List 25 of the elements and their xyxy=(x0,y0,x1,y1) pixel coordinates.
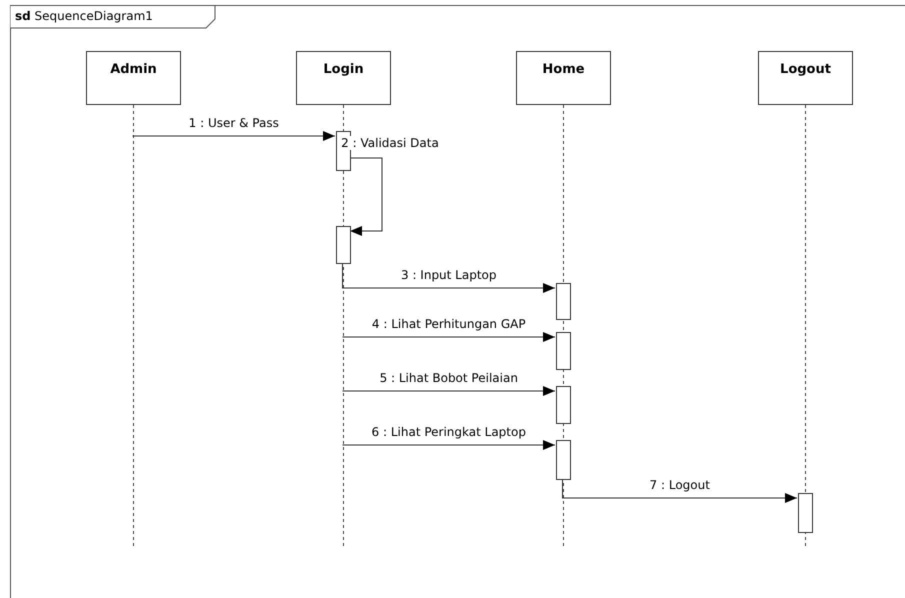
message-arrow xyxy=(342,386,556,396)
activation-bar xyxy=(556,386,571,424)
message-label: 5 : Lihat Bobot Peilaian xyxy=(378,371,519,385)
message-label: 1 : User & Pass xyxy=(188,116,280,130)
message-arrow xyxy=(132,131,336,141)
activation-bar xyxy=(556,332,571,370)
message-arrow xyxy=(342,262,556,293)
lifeline-head: Admin xyxy=(86,51,181,105)
message-label: 6 : Lihat Peringkat Laptop xyxy=(370,425,527,439)
message-arrow xyxy=(562,478,798,503)
frame-title: sd SequenceDiagram1 xyxy=(15,9,153,23)
activation-bar xyxy=(556,440,571,480)
message-label: 7 : Logout xyxy=(648,478,711,492)
message-label: 4 : Lihat Perhitungan GAP xyxy=(370,317,527,331)
lifeline-head: Login xyxy=(296,51,391,105)
message-label: 3 : Input Laptop xyxy=(400,268,498,282)
activation-bar xyxy=(556,283,571,320)
message-label: 2 : Validasi Data xyxy=(340,136,440,150)
activation-bar xyxy=(336,226,351,264)
message-arrow xyxy=(342,440,556,450)
lifeline-head: Logout xyxy=(758,51,853,105)
message-arrow xyxy=(350,158,382,236)
lifeline-head: Home xyxy=(516,51,611,105)
message-arrow xyxy=(342,332,556,342)
activation-bar xyxy=(798,493,813,533)
